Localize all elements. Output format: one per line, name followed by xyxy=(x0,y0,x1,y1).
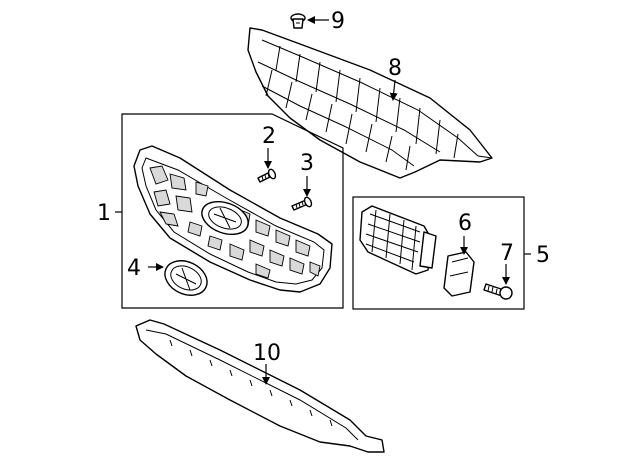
grille-group-frame xyxy=(121,113,344,309)
callout-10: 10 xyxy=(253,341,281,366)
callout-9: 9 xyxy=(331,9,345,34)
grille-assembly-icon xyxy=(133,145,333,293)
callout-8: 8 xyxy=(388,56,402,81)
shutter-assembly-icon xyxy=(359,205,437,275)
leader-lines xyxy=(115,16,531,385)
callout-4: 4 xyxy=(127,256,141,281)
push-clip-icon xyxy=(290,13,306,29)
upper-support-icon xyxy=(247,27,493,179)
screw-icon xyxy=(291,196,313,211)
screw-icon xyxy=(483,283,513,300)
callout-1: 1 xyxy=(97,201,111,226)
callout-2: 2 xyxy=(262,124,276,149)
lower-molding-icon xyxy=(135,319,385,453)
emblem-icon xyxy=(164,260,208,296)
callout-3: 3 xyxy=(300,151,314,176)
callout-6: 6 xyxy=(458,211,472,236)
screw-icon xyxy=(257,168,277,183)
bracket-icon xyxy=(443,251,475,297)
shutter-group-frame xyxy=(352,196,525,310)
callout-7: 7 xyxy=(500,241,514,266)
callout-5: 5 xyxy=(536,243,550,268)
